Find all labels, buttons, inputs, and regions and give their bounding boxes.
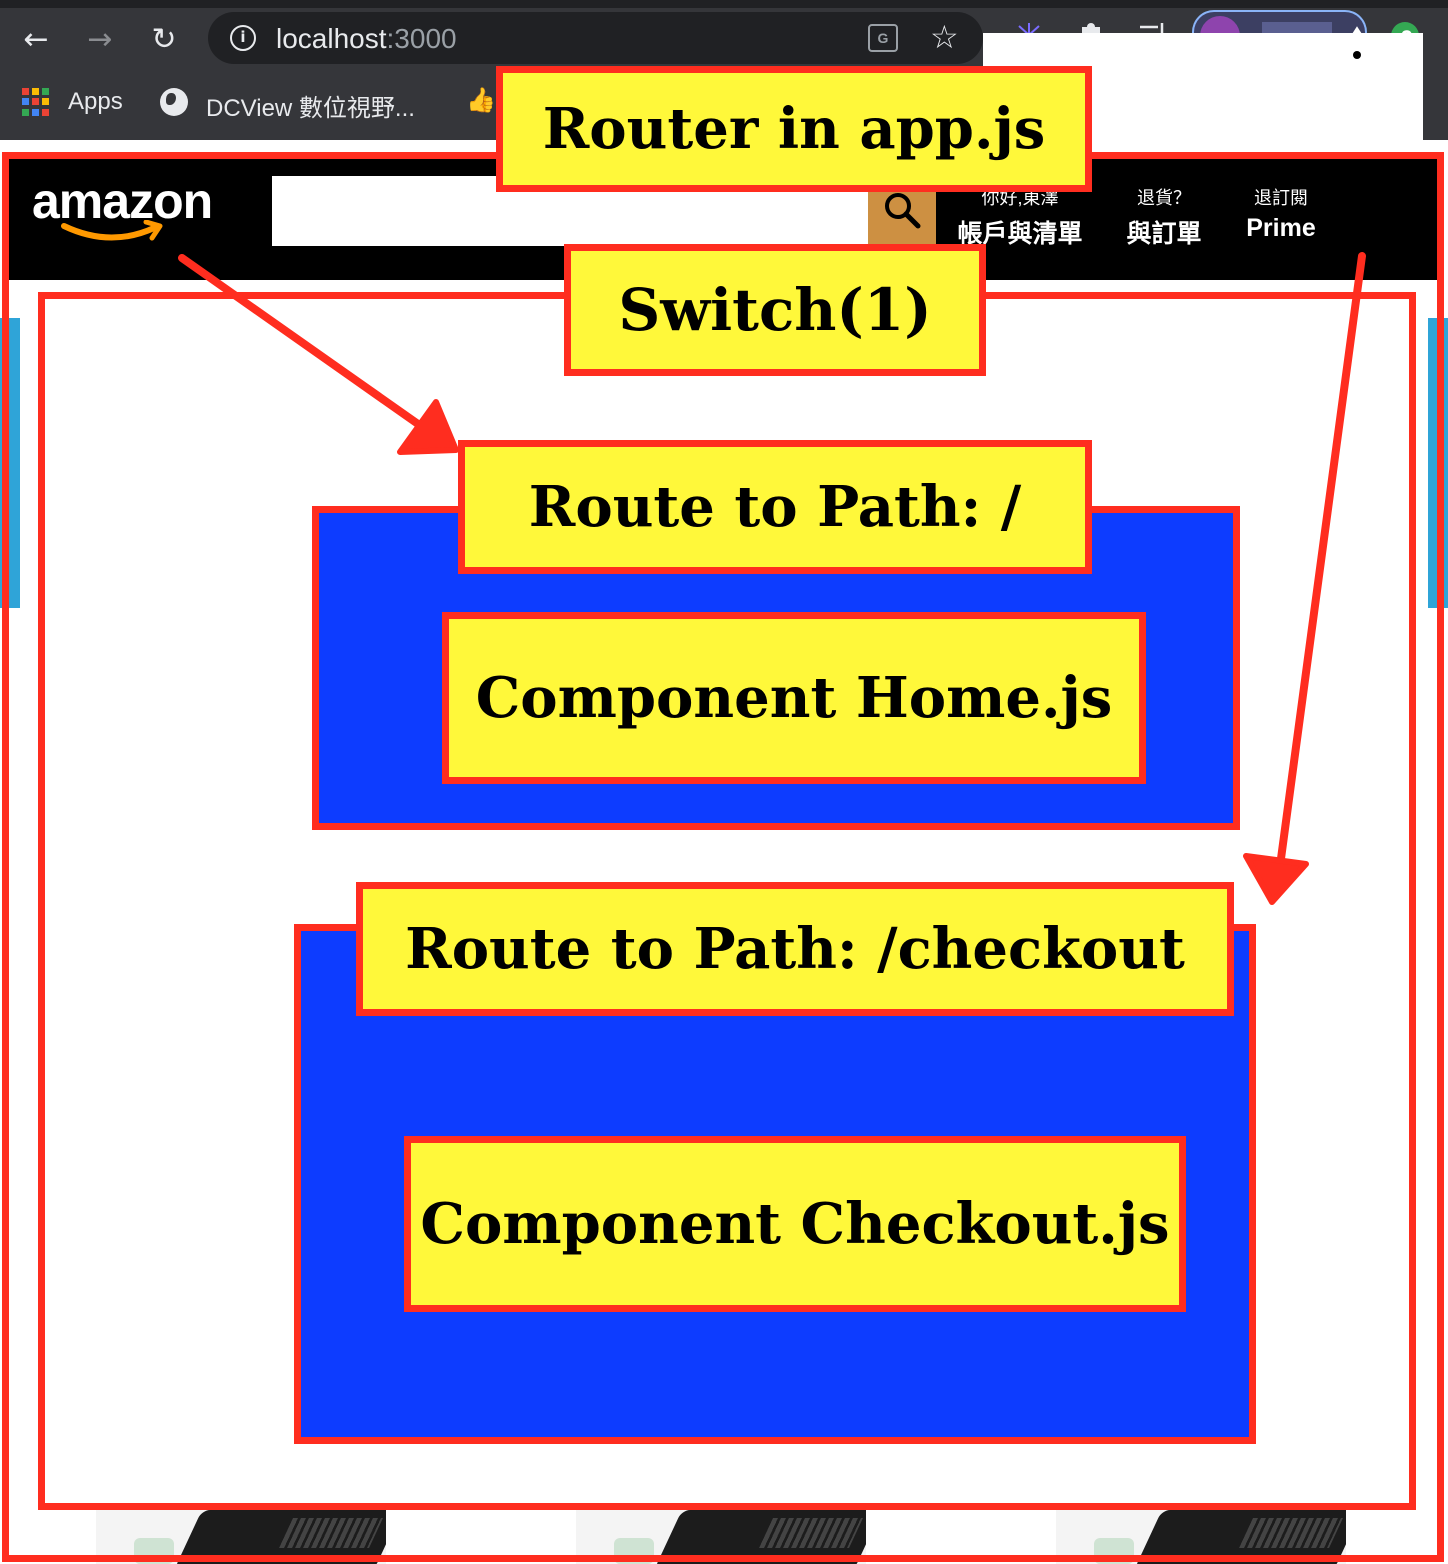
site-info-icon[interactable]: i: [230, 25, 256, 51]
reload-icon[interactable]: ↻: [151, 22, 177, 57]
amazon-smile-icon: [61, 220, 163, 241]
nav-account-lists[interactable]: 你好,東澤 帳戶與清單: [950, 184, 1090, 250]
back-icon[interactable]: ←: [23, 22, 49, 57]
nav-returns-orders[interactable]: 退貨？ 與訂單: [1108, 184, 1220, 250]
forward-icon[interactable]: →: [87, 22, 113, 57]
product-image[interactable]: [1056, 1508, 1346, 1564]
thumbs-up-icon[interactable]: 👍: [466, 87, 496, 114]
switch-label: Switch(1): [564, 244, 986, 376]
url-port: :3000: [386, 23, 457, 54]
puzzle-icon[interactable]: [1076, 22, 1106, 34]
basket-icon[interactable]: [1334, 26, 1380, 72]
route-checkout-label: Route to Path: /checkout: [356, 882, 1234, 1016]
sync-icon[interactable]: [1390, 20, 1420, 34]
amazon-logo[interactable]: amazon: [32, 173, 213, 229]
nav-returns-line2: 與訂單: [1126, 220, 1202, 248]
nav-account-greeting: 你好,東澤: [981, 188, 1059, 208]
search-icon: [885, 193, 921, 229]
router-label: Router in app.js: [496, 66, 1092, 192]
nav-account-label: 帳戶與清單: [957, 220, 1083, 248]
nav-prime[interactable]: 退訂閱 Prime: [1230, 184, 1332, 243]
product-image[interactable]: [576, 1508, 866, 1564]
tab-strip: [0, 0, 1448, 8]
url-host: localhost: [276, 23, 387, 54]
url-text[interactable]: localhost:3000: [276, 23, 457, 55]
address-bar[interactable]: i localhost:3000 G ☆: [208, 12, 983, 64]
product-image[interactable]: [96, 1508, 386, 1564]
bookmark-star-icon[interactable]: ☆: [930, 18, 959, 56]
nav-prime-line2: Prime: [1246, 214, 1316, 242]
bookmark-dcview[interactable]: DCView 數位視野...: [206, 95, 415, 122]
basket-count[interactable]: 0: [1400, 26, 1414, 53]
nav-prime-line1: 退訂閱: [1254, 188, 1308, 208]
product-row: [96, 1508, 1356, 1564]
route-home-label: Route to Path: /: [458, 440, 1092, 574]
bookmark-apps[interactable]: Apps: [68, 88, 123, 115]
component-home-label: Component Home.js: [442, 612, 1146, 784]
apps-grid-icon[interactable]: [22, 88, 50, 116]
nav-returns-line1: 退貨？: [1137, 188, 1191, 208]
translate-icon[interactable]: G: [868, 24, 898, 52]
profile-button[interactable]: [1192, 10, 1367, 34]
globe-icon: [160, 88, 188, 116]
component-checkout-label: Component Checkout.js: [404, 1136, 1186, 1312]
